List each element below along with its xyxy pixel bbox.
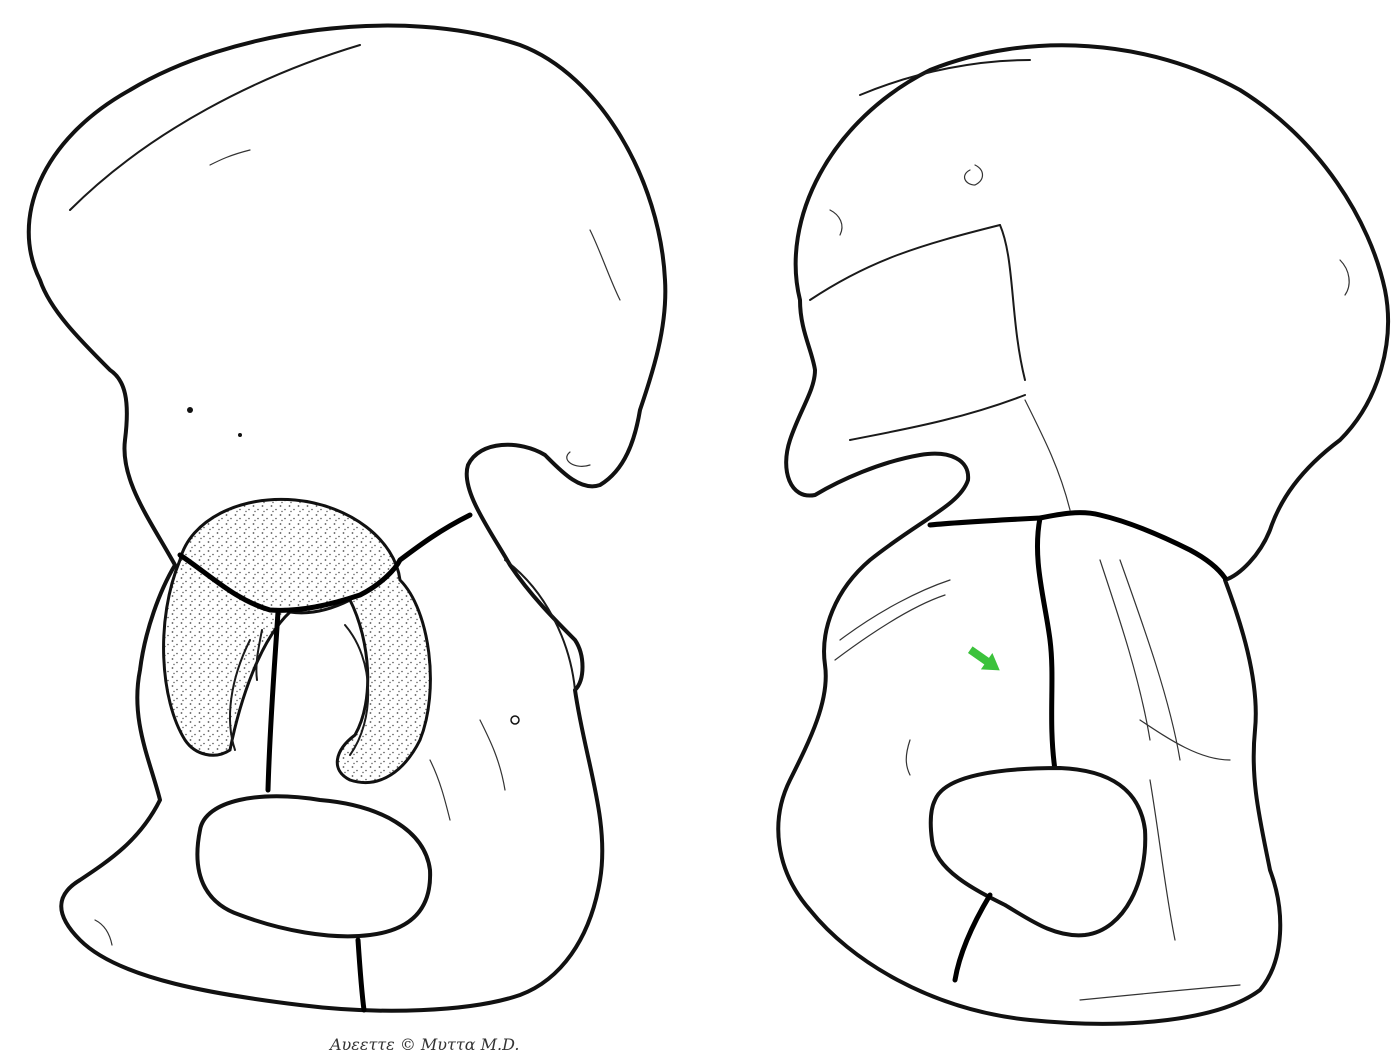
signature-text: Aυεεττε © Μυττα Μ.D. [328,1035,519,1054]
right-hip-bone [778,45,1388,1023]
left-hip-bone: Aυεεττε © Μυττα Μ.D. [29,26,666,1054]
